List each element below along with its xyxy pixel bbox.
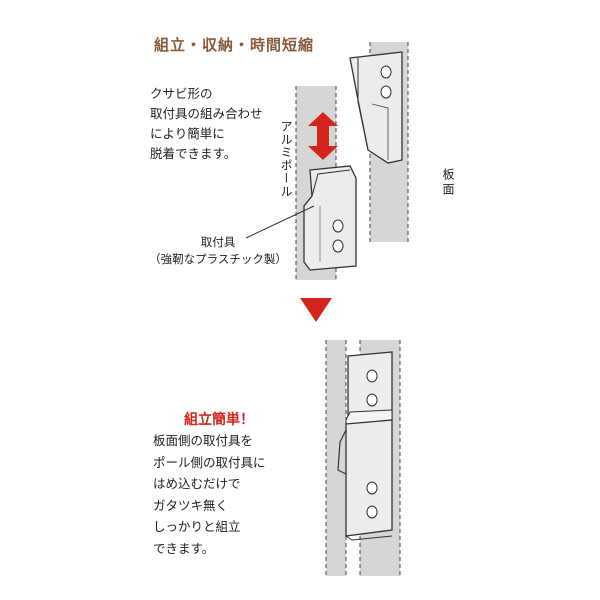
bracket-leader-line <box>245 205 315 239</box>
bracket-label: 取付具 （強靭なプラスチック製） <box>148 234 288 268</box>
heading: 組立・収納・時間短縮 <box>154 36 315 54</box>
easy-assembly-title: 組立簡単！ <box>184 412 254 428</box>
easy-desc-line: しっかりと組立 <box>153 519 241 534</box>
description: クサビ形の 取付具の組み合わせ により簡単に 脱着できます。 <box>150 84 300 164</box>
easy-desc-line: ガタツキ無く <box>153 497 229 513</box>
description-line: 取付具の組み合わせ <box>150 106 263 121</box>
assembled-pole <box>326 340 346 576</box>
description-line: クサビ形の <box>150 86 213 101</box>
pole-label: アルミポール <box>279 120 293 198</box>
bracket-label-line: 取付具 <box>200 235 236 249</box>
pole-side-bracket <box>303 165 357 271</box>
description-line: により簡単に <box>150 126 225 141</box>
easy-assembly-description: 板面側の取付具を ポール側の取付具に はめ込むだけで ガタツキ無く しっかりと組… <box>153 430 313 559</box>
assembled-bracket <box>337 351 393 541</box>
easy-desc-line: 板面側の取付具を <box>153 433 254 448</box>
easy-desc-line: できます。 <box>153 540 215 556</box>
easy-desc-line: はめ込むだけで <box>153 476 241 491</box>
description-line: 脱着できます。 <box>150 146 237 161</box>
board-label: 板面 <box>441 168 455 198</box>
easy-desc-line: ポール側の取付具に <box>153 454 266 470</box>
board-side-bracket <box>349 51 403 164</box>
double-arrow-icon <box>308 112 338 160</box>
bracket-label-line: （強靭なプラスチック製） <box>149 252 287 266</box>
down-arrow-icon <box>300 298 332 322</box>
